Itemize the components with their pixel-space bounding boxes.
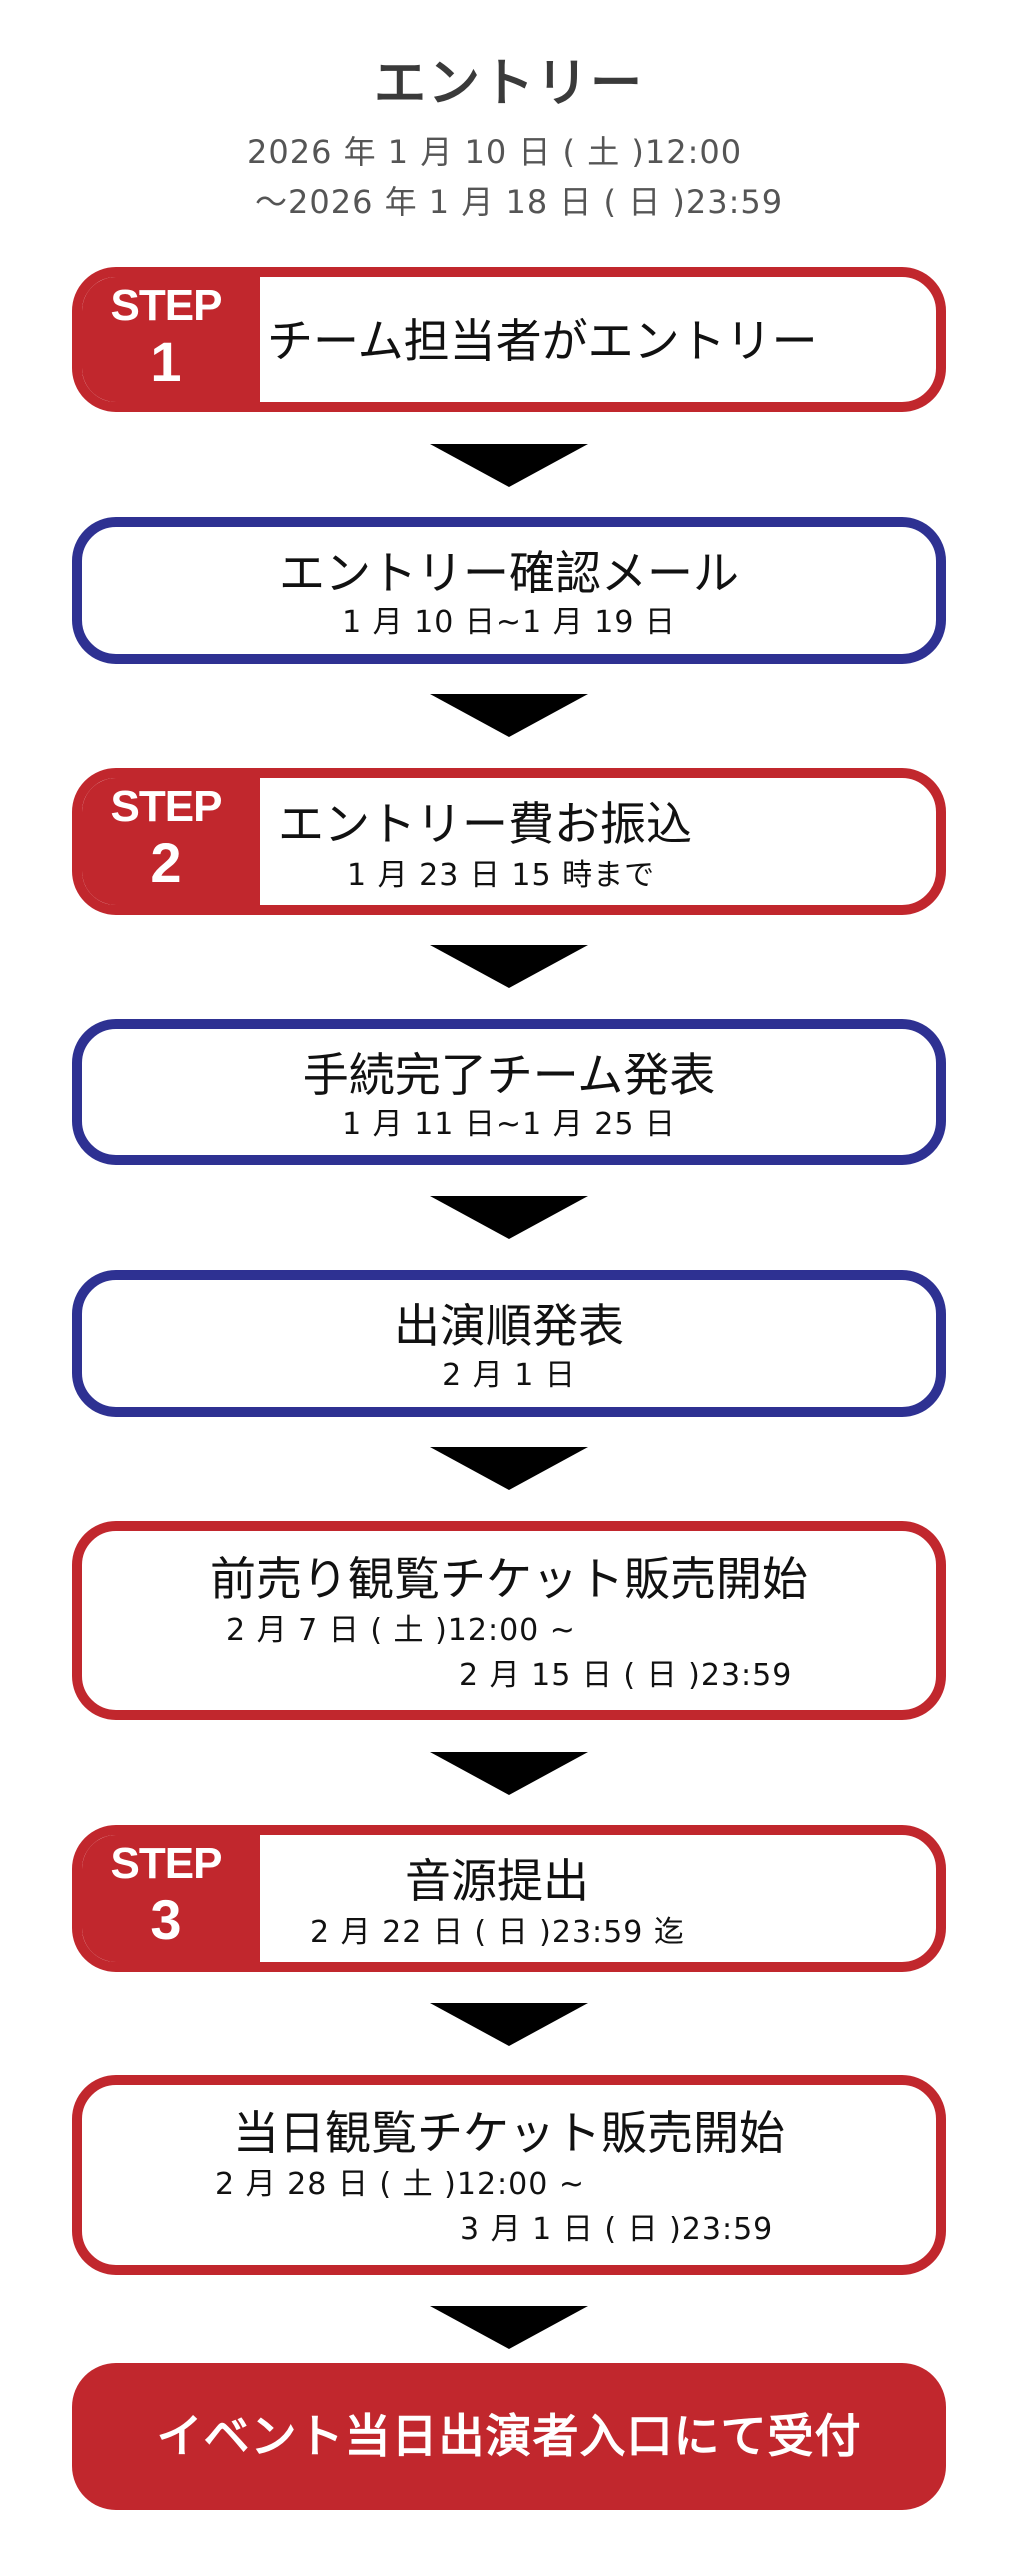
flow-item-date: 2 月 22 日 ( 日 )23:59 迄 <box>310 1915 685 1950</box>
flow-item-title: 音源提出 <box>405 1854 589 1908</box>
down-triangle-icon <box>430 945 588 988</box>
step-number: 3 <box>150 1888 182 1951</box>
down-triangle-icon <box>430 694 588 737</box>
flow-step-2: STEP 2 エントリー費お振込 1 月 23 日 15 時まで <box>72 768 946 915</box>
flow-step-1: STEP 1 チーム担当者がエントリー <box>72 267 946 412</box>
down-triangle-icon <box>430 2003 588 2046</box>
flow-item-date: 2 月 1 日 <box>442 1358 576 1393</box>
flow-item-title: 手続完了チーム発表 <box>302 1048 716 1102</box>
flow-item-date: 1 月 11 日~1 月 25 日 <box>342 1107 676 1142</box>
down-triangle-icon <box>430 444 588 487</box>
step-number: 1 <box>150 330 182 393</box>
flow-step-3: STEP 3 音源提出 2 月 22 日 ( 日 )23:59 迄 <box>72 1825 946 1972</box>
step-badge: STEP 2 <box>82 778 260 905</box>
flow-item-title: エントリー確認メール <box>279 546 739 600</box>
flow-door-tickets: 当日観覧チケット販売開始 2 月 28 日 ( 土 )12:00 ~ 3 月 1… <box>72 2075 946 2275</box>
entry-period-start: 2026 年 1 月 10 日 ( 土 )12:00 <box>247 133 743 171</box>
flow-item-date-start: 2 月 7 日 ( 土 )12:00 ~ <box>226 1613 576 1648</box>
flow-item-title: チーム担当者がエントリー <box>267 314 818 368</box>
flow-item-date-end: 2 月 15 日 ( 日 )23:59 <box>459 1658 793 1693</box>
event-day-reception-banner: イベント当日出演者入口にて受付 <box>72 2363 946 2510</box>
flow-item-date-start: 2 月 28 日 ( 土 )12:00 ~ <box>215 2167 586 2202</box>
entry-period-end: ～2026 年 1 月 18 日 ( 日 )23:59 <box>255 183 784 221</box>
down-triangle-icon <box>430 1447 588 1490</box>
step-number: 2 <box>150 831 182 894</box>
page-title: エントリー <box>373 54 644 114</box>
flow-item-title: 出演順発表 <box>394 1299 624 1353</box>
down-triangle-icon <box>430 1196 588 1239</box>
down-triangle-icon <box>430 2306 588 2349</box>
flow-entry-confirmation: エントリー確認メール 1 月 10 日~1 月 19 日 <box>72 517 946 664</box>
flow-item-title: 当日観覧チケット販売開始 <box>233 2106 785 2160</box>
flow-advance-tickets: 前売り観覧チケット販売開始 2 月 7 日 ( 土 )12:00 ~ 2 月 1… <box>72 1521 946 1720</box>
flow-item-title: 前売り観覧チケット販売開始 <box>210 1552 808 1606</box>
flow-item-date: 1 月 10 日~1 月 19 日 <box>342 605 676 640</box>
step-label: STEP <box>110 281 223 330</box>
step-label: STEP <box>110 1839 223 1888</box>
flow-performance-order: 出演順発表 2 月 1 日 <box>72 1270 946 1417</box>
step-badge: STEP 3 <box>82 1835 260 1962</box>
down-triangle-icon <box>430 1752 588 1795</box>
flow-team-announcement: 手続完了チーム発表 1 月 11 日~1 月 25 日 <box>72 1019 946 1165</box>
step-label: STEP <box>110 782 223 831</box>
flow-item-title: エントリー費お振込 <box>278 797 692 851</box>
flow-item-date-end: 3 月 1 日 ( 日 )23:59 <box>460 2212 774 2247</box>
flow-item-date: 1 月 23 日 15 時まで <box>347 858 656 893</box>
step-badge: STEP 1 <box>82 277 260 402</box>
